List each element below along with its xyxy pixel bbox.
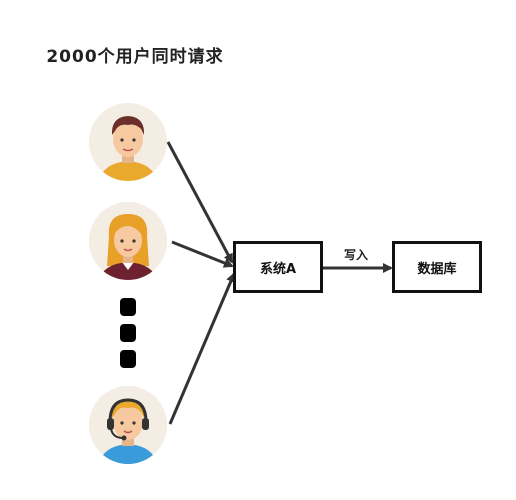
arrow-user3-to-system (168, 272, 236, 425)
arrow-user2-to-system (171, 240, 234, 268)
database-node: 数据库 (392, 241, 482, 293)
ellipsis-dot-3 (120, 350, 136, 368)
user-avatar-1 (89, 103, 167, 181)
arrow-user1-to-system (166, 141, 234, 264)
user-avatar-3 (89, 386, 167, 464)
ellipsis-dot-2 (120, 324, 136, 342)
ellipsis-dot-1 (120, 298, 136, 316)
write-edge-label: 写入 (344, 248, 369, 262)
user-avatar-2 (89, 202, 167, 280)
system-a-node: 系统A (233, 241, 323, 293)
diagram-title: 2000个用户同时请求 (46, 47, 224, 67)
